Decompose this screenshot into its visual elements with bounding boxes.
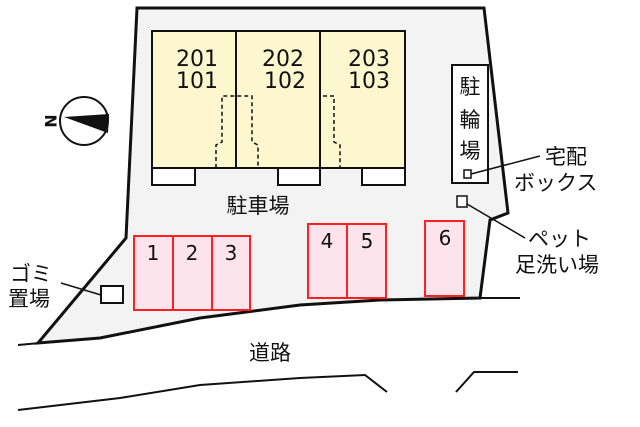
parking-space-1: 1 — [147, 241, 160, 265]
road-lower-edge-right — [455, 371, 518, 393]
delivery-box-leader — [470, 155, 541, 175]
delivery-box-label-2: ボックス — [514, 171, 597, 195]
parking-space-2: 2 — [186, 241, 199, 265]
bicycle-parking-box — [451, 64, 489, 184]
garbage-label-2: 置場 — [8, 287, 50, 311]
delivery-box-marker — [463, 169, 472, 179]
unit-201-label: 201 — [176, 47, 218, 72]
parking-space-3: 3 — [225, 241, 238, 265]
unit-102-label: 102 — [264, 69, 306, 94]
parking-space-5: 5 — [361, 229, 374, 253]
unit-202-label: 202 — [262, 47, 304, 72]
pet-wash-leader — [466, 203, 526, 239]
unit-103-label: 103 — [348, 69, 390, 94]
unit-203-label: 203 — [348, 47, 390, 72]
pet-wash-marker — [456, 195, 468, 208]
road-lower-edge-left — [17, 373, 388, 411]
parking-space-4: 4 — [321, 229, 334, 253]
parking-spaces-group-a — [133, 235, 251, 311]
parking-space-6-box — [424, 220, 465, 297]
bicycle-parking-label-3: 場 — [460, 139, 481, 163]
pet-wash-label-1: ペット — [528, 227, 591, 251]
apartment-building — [151, 30, 406, 186]
garbage-label-1: ゴミ — [10, 262, 52, 286]
parking-lot-label: 駐車場 — [227, 194, 290, 218]
road-edge-left — [17, 342, 41, 346]
garbage-area-marker — [100, 285, 124, 304]
parking-space-6: 6 — [439, 226, 452, 250]
garbage-leader — [60, 282, 102, 296]
road-label: 道路 — [249, 341, 291, 365]
delivery-box-label-1: 宅配 — [545, 145, 587, 169]
pet-wash-label-2: 足洗い場 — [515, 253, 599, 277]
parking-spaces-group-b — [307, 223, 387, 299]
compass-north-label: N — [42, 114, 61, 127]
north-compass-icon — [59, 96, 109, 146]
bicycle-parking-label-1: 駐 — [460, 75, 481, 99]
bicycle-parking-label-2: 輪 — [460, 108, 481, 132]
unit-101-label: 101 — [176, 69, 218, 94]
